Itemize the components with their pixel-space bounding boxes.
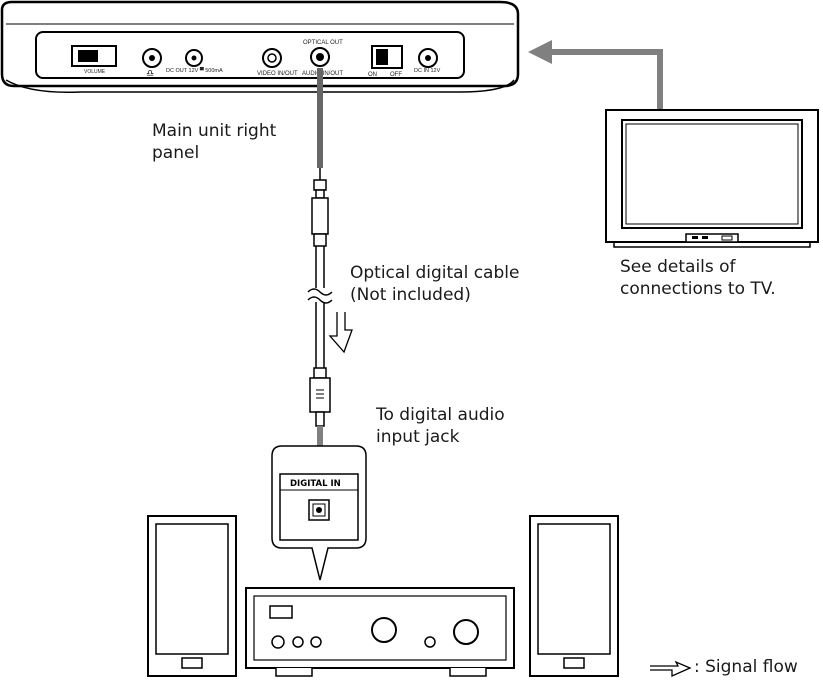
optical-out-label: OPTICAL OUT <box>303 40 343 46</box>
legend-arrow-icon <box>650 660 692 678</box>
digital-in-callout: DIGITAL IN <box>271 445 367 581</box>
signal-flow-arrow-icon <box>328 312 353 354</box>
jack-label: To digital audio input jack <box>376 405 505 447</box>
optical-cable <box>307 68 333 476</box>
legend-label: : Signal flow <box>694 657 798 677</box>
video-jack <box>262 48 282 68</box>
cable-label: Optical digital cable (Not included) <box>350 263 520 305</box>
amplifier <box>245 587 515 677</box>
right-speaker <box>529 515 619 677</box>
tv-set <box>605 109 819 248</box>
tv-details-label: See details of connections to TV. <box>620 257 776 299</box>
dc-out-label: DC OUT 12V ▀ 500mA <box>166 67 223 74</box>
digital-in-label: DIGITAL IN <box>290 479 341 489</box>
headphone-icon: ♎ <box>146 69 154 79</box>
dc-in-label: DC IN 12V <box>414 68 441 74</box>
main-unit-label: Main unit right panel <box>152 121 277 163</box>
main-unit-panel: VOLUME ♎ DC OUT 12V ▀ 500mA VIDEO IN/OUT… <box>0 0 520 93</box>
off-label: OFF <box>390 72 402 78</box>
on-label: ON <box>368 72 377 78</box>
left-speaker <box>147 515 237 677</box>
volume-label: VOLUME <box>84 69 106 75</box>
tv-to-unit-arrow <box>528 40 663 110</box>
video-label: VIDEO IN/OUT <box>257 71 298 77</box>
